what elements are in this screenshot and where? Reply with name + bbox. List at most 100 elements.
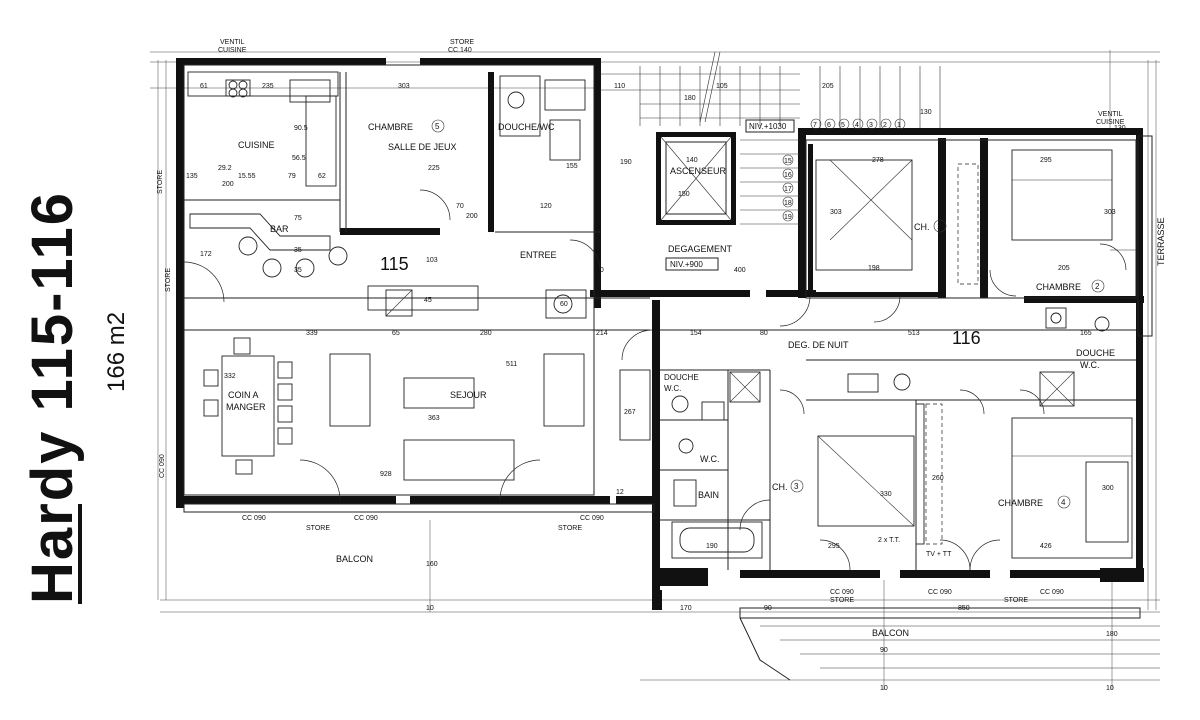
balcony-lines bbox=[183, 135, 1160, 681]
svg-text:267: 267 bbox=[624, 409, 636, 416]
svg-text:130: 130 bbox=[920, 109, 932, 116]
svg-text:850: 850 bbox=[958, 605, 970, 612]
room-coin-a-manger-2: MANGER bbox=[226, 402, 266, 412]
svg-text:12: 12 bbox=[616, 489, 624, 496]
svg-text:198: 198 bbox=[868, 265, 880, 272]
svg-text:400: 400 bbox=[734, 267, 746, 274]
unit-115: 115 bbox=[380, 254, 409, 274]
room-chambre-2: CHAMBRE bbox=[1036, 282, 1081, 292]
room-douche-wc-right-1: DOUCHE bbox=[1076, 348, 1115, 358]
svg-text:103: 103 bbox=[426, 257, 438, 264]
plan-area-text: 166 m2 bbox=[103, 312, 130, 392]
plan-title-text: Hardy 115-116 bbox=[20, 191, 85, 604]
level-900: NIV.+900 bbox=[670, 260, 703, 269]
svg-text:90.5: 90.5 bbox=[294, 125, 308, 132]
svg-text:15.55: 15.55 bbox=[238, 173, 256, 180]
svg-text:303: 303 bbox=[398, 83, 410, 90]
svg-text:15: 15 bbox=[784, 158, 792, 165]
svg-text:511: 511 bbox=[506, 361, 517, 368]
plan-title: Hardy 115-116 bbox=[20, 191, 85, 604]
svg-text:180: 180 bbox=[1106, 631, 1118, 638]
stair-numbers: 7 6 5 4 3 2 1 16 17 18 19 15 bbox=[782, 118, 906, 222]
svg-text:56.5: 56.5 bbox=[292, 155, 306, 162]
svg-text:140: 140 bbox=[686, 157, 698, 164]
room-wc: W.C. bbox=[700, 454, 720, 464]
svg-text:426: 426 bbox=[1040, 543, 1052, 550]
svg-text:295: 295 bbox=[1040, 157, 1052, 164]
svg-text:TV + TT: TV + TT bbox=[926, 551, 952, 558]
svg-text:303: 303 bbox=[1104, 209, 1116, 216]
svg-text:STORE: STORE bbox=[558, 525, 582, 532]
svg-text:35: 35 bbox=[294, 267, 302, 274]
svg-text:16: 16 bbox=[784, 172, 792, 179]
svg-text:205: 205 bbox=[1058, 265, 1070, 272]
svg-text:105: 105 bbox=[716, 83, 728, 90]
room-bain: BAIN bbox=[698, 490, 719, 500]
svg-text:190: 190 bbox=[620, 159, 632, 166]
room-chambre-2-num: 2 bbox=[1095, 282, 1100, 291]
svg-text:150: 150 bbox=[678, 191, 690, 198]
svg-text:260: 260 bbox=[932, 475, 944, 482]
svg-text:18: 18 bbox=[784, 200, 792, 207]
room-chambre-4-num: 4 bbox=[1061, 498, 1066, 507]
svg-text:513: 513 bbox=[908, 330, 920, 337]
svg-text:CUISINE: CUISINE bbox=[218, 47, 247, 54]
svg-text:CC 090: CC 090 bbox=[830, 589, 854, 596]
svg-text:CC 090: CC 090 bbox=[580, 515, 604, 522]
svg-text:190: 190 bbox=[706, 543, 718, 550]
room-coin-a-manger-1: COIN A bbox=[228, 390, 259, 400]
room-ch-1-num: 1 bbox=[937, 222, 942, 231]
svg-text:200: 200 bbox=[466, 213, 478, 220]
room-ch-3: CH. bbox=[772, 482, 788, 492]
svg-text:19: 19 bbox=[784, 214, 792, 221]
svg-text:295: 295 bbox=[828, 543, 840, 550]
svg-text:VENTIL: VENTIL bbox=[1098, 111, 1123, 118]
svg-text:928: 928 bbox=[380, 471, 392, 478]
room-ascenseur: ASCENSEUR bbox=[670, 166, 727, 176]
svg-text:120: 120 bbox=[540, 203, 552, 210]
svg-text:235: 235 bbox=[262, 83, 274, 90]
room-ch-1: CH. bbox=[914, 222, 930, 232]
svg-text:332: 332 bbox=[224, 373, 236, 380]
svg-text:303: 303 bbox=[830, 209, 842, 216]
plan-area: 166 m2 bbox=[103, 312, 130, 392]
svg-text:62: 62 bbox=[318, 173, 326, 180]
svg-text:7: 7 bbox=[813, 122, 817, 129]
room-labels: CUISINE CHAMBRE 5 SALLE DE JEUX DOUCHE/W… bbox=[226, 119, 1166, 638]
dimension-numbers: 52 61 235 303 110 105 180 130 205 278 29… bbox=[176, 83, 1126, 692]
svg-text:90: 90 bbox=[880, 647, 888, 654]
svg-text:4: 4 bbox=[855, 122, 859, 129]
balcony-left: BALCON bbox=[336, 554, 373, 564]
dimension-lines bbox=[150, 50, 1160, 690]
svg-text:170: 170 bbox=[680, 605, 692, 612]
svg-text:60: 60 bbox=[560, 301, 568, 308]
room-chambre-5: CHAMBRE bbox=[368, 122, 413, 132]
annotations: VENTIL CUISINE STORE CC.140 VENTIL CUISI… bbox=[157, 39, 1125, 604]
svg-text:45: 45 bbox=[424, 297, 432, 304]
svg-text:29.2: 29.2 bbox=[218, 165, 232, 172]
svg-text:52: 52 bbox=[176, 83, 184, 90]
room-bar: BAR bbox=[270, 224, 289, 234]
room-entree: ENTREE bbox=[520, 250, 557, 260]
svg-text:1: 1 bbox=[897, 122, 901, 129]
svg-text:CC 090: CC 090 bbox=[159, 454, 166, 478]
svg-text:363: 363 bbox=[428, 415, 440, 422]
svg-text:200: 200 bbox=[222, 181, 234, 188]
svg-text:10: 10 bbox=[1106, 685, 1114, 692]
room-douche-wc-left-1: DOUCHE bbox=[664, 373, 699, 382]
svg-text:160: 160 bbox=[426, 561, 438, 568]
room-terrasse: TERRASSE bbox=[1156, 217, 1166, 266]
room-douche-wc-left-2: W.C. bbox=[664, 384, 681, 393]
svg-text:135: 135 bbox=[186, 173, 198, 180]
svg-text:172: 172 bbox=[200, 251, 212, 258]
svg-text:165: 165 bbox=[1080, 330, 1092, 337]
svg-text:339: 339 bbox=[306, 330, 318, 337]
svg-text:278: 278 bbox=[872, 157, 884, 164]
room-salle-de-jeux: SALLE DE JEUX bbox=[388, 142, 457, 152]
svg-text:35: 35 bbox=[294, 247, 302, 254]
svg-text:65: 65 bbox=[392, 330, 400, 337]
unit-116: 116 bbox=[952, 328, 981, 348]
svg-text:CC.140: CC.140 bbox=[448, 47, 472, 54]
svg-text:330: 330 bbox=[880, 491, 892, 498]
